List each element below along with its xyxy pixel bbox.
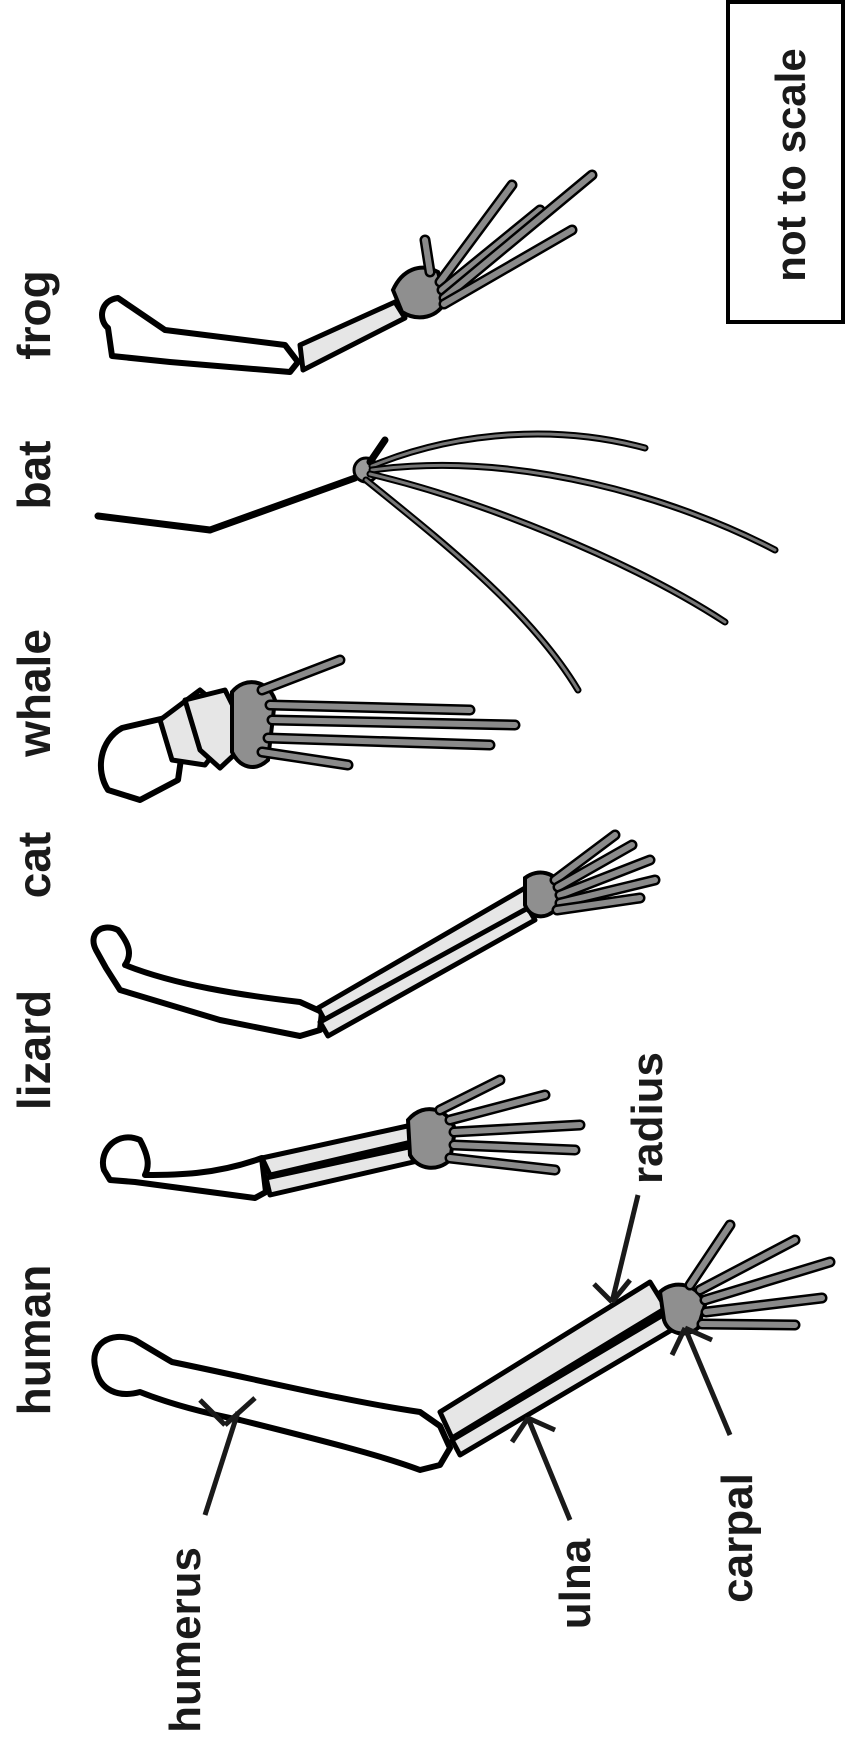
cat-limb bbox=[93, 835, 655, 1036]
humerus-annotation: humerus bbox=[161, 1398, 255, 1733]
bat-limb bbox=[98, 434, 775, 690]
label-cat: cat bbox=[8, 832, 60, 898]
ulna-pointer bbox=[528, 1418, 570, 1520]
not-to-scale-text: not to scale bbox=[767, 48, 814, 281]
label-bat: bat bbox=[8, 441, 60, 510]
label-carpal: carpal bbox=[713, 1473, 762, 1603]
carpal-annotation: carpal bbox=[672, 1328, 762, 1603]
label-radius: radius bbox=[623, 1052, 672, 1184]
label-whale: whale bbox=[8, 629, 60, 758]
label-lizard: lizard bbox=[8, 990, 60, 1110]
whale-limb bbox=[101, 660, 515, 800]
humerus-pointer bbox=[205, 1412, 238, 1515]
label-human: human bbox=[8, 1265, 60, 1416]
carpal-pointer bbox=[685, 1328, 730, 1435]
lizard-limb bbox=[103, 1080, 580, 1198]
radius-annotation: radius bbox=[594, 1052, 672, 1302]
not-to-scale-box: not to scale bbox=[728, 2, 843, 322]
label-humerus: humerus bbox=[161, 1547, 210, 1733]
frog-limb bbox=[102, 175, 592, 372]
human-limb bbox=[94, 1225, 830, 1470]
ulna-annotation: ulna bbox=[512, 1418, 600, 1629]
label-frog: frog bbox=[8, 270, 60, 359]
label-ulna: ulna bbox=[551, 1538, 600, 1629]
